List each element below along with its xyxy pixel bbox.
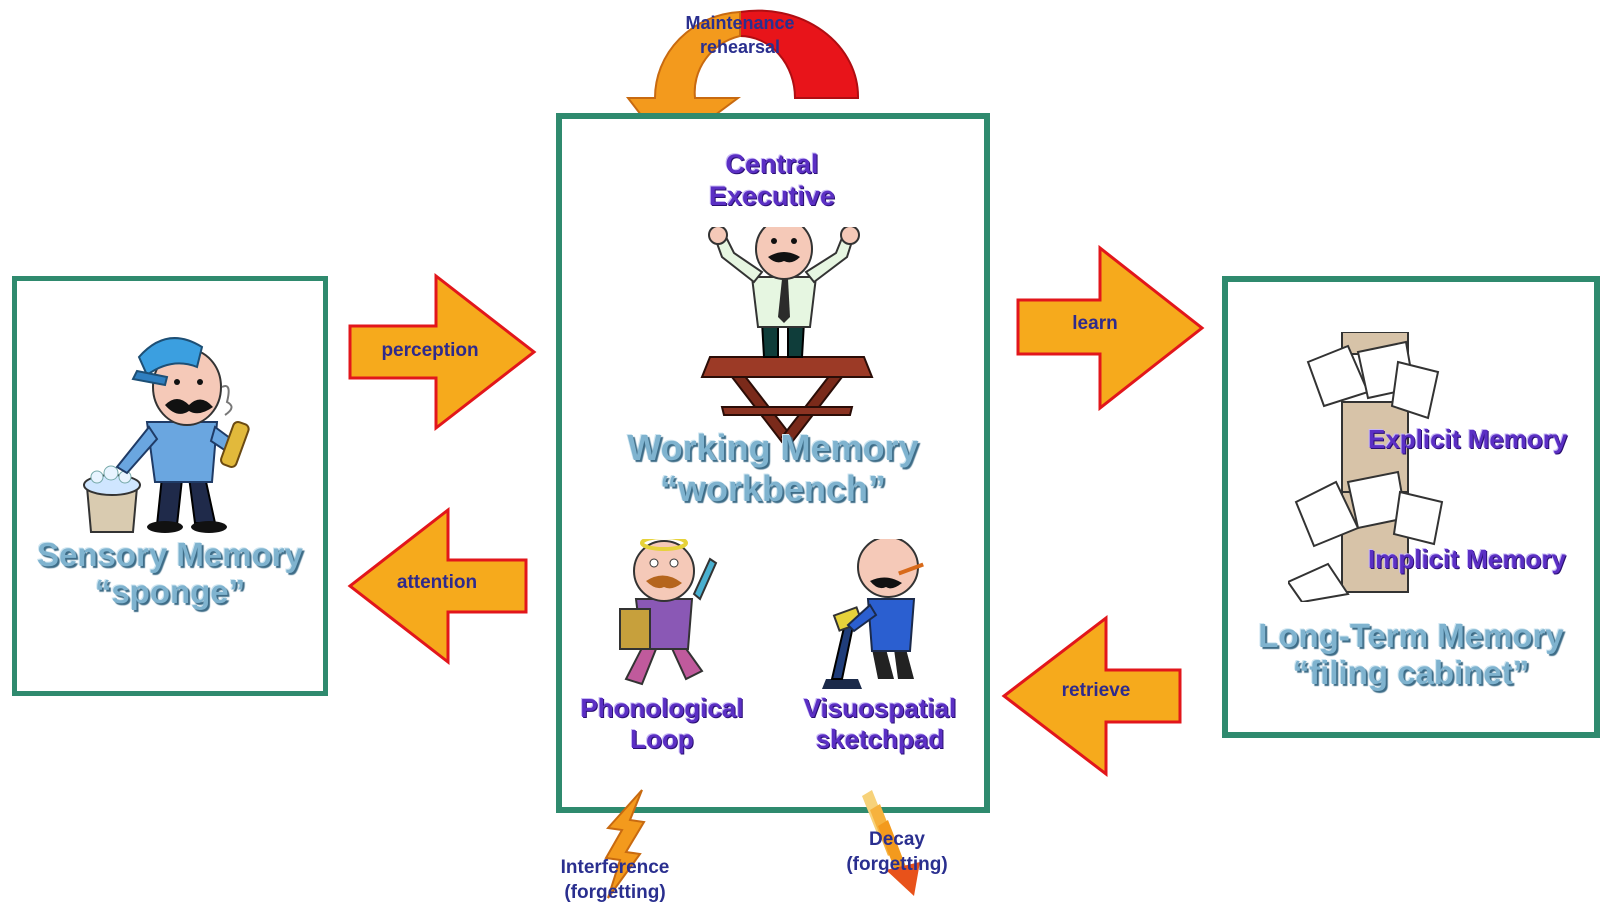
- visuo-line2: sketchpad: [815, 723, 945, 754]
- learn-arrow: [1016, 244, 1205, 412]
- sponge-man-illustration: [83, 337, 250, 533]
- phono-line2: Loop: [630, 723, 694, 754]
- attention-arrow: [347, 506, 528, 666]
- decay-line2: (forgetting): [846, 853, 948, 875]
- decay-line1: Decay: [869, 829, 925, 850]
- implicit-memory-label: Implicit Memory: [1368, 544, 1566, 574]
- working-title-line1: Working Memory: [627, 427, 919, 468]
- longterm-title-line2: “filing cabinet”: [1292, 653, 1530, 691]
- long-term-memory-title: Long-Term Memory “filing cabinet”: [1228, 617, 1594, 692]
- long-term-memory-box: Explicit Memory Implicit Memory Long-Ter…: [1222, 276, 1600, 738]
- phonological-man-illustration: [619, 539, 718, 686]
- interference-line2: (forgetting): [564, 881, 666, 903]
- central-line2: Executive: [708, 180, 836, 211]
- visuo-line1: Visuospatial: [803, 693, 957, 723]
- sensory-title-line1: Sensory Memory: [37, 536, 303, 573]
- decay-arrow-icon: [862, 790, 920, 896]
- sensory-memory-box: Sensory Memory “sponge”: [12, 276, 328, 696]
- learn-label: learn: [1072, 313, 1118, 334]
- working-memory-box: Central Executive Working Memory “workbe…: [556, 113, 990, 813]
- sensory-memory-title: Sensory Memory “sponge”: [17, 536, 323, 611]
- central-executive-label: Central Executive: [652, 149, 892, 213]
- working-title-line2: “workbench”: [659, 468, 887, 510]
- retrieve-arrow: [1001, 614, 1182, 778]
- phonological-loop-label: Phonological Loop: [562, 693, 762, 754]
- visuospatial-sketchpad-label: Visuospatial sketchpad: [780, 693, 980, 754]
- central-line1: Central: [725, 149, 819, 179]
- decay-label: Decay (forgetting): [822, 828, 972, 877]
- phono-line1: Phonological: [580, 693, 744, 723]
- interference-line1: Interference: [560, 857, 670, 878]
- attention-label: attention: [396, 572, 478, 593]
- perception-arrow: [348, 272, 537, 432]
- filing-cabinet-illustration: [1288, 332, 1444, 602]
- interference-lightning-icon: [604, 789, 646, 899]
- explicit-memory-label: Explicit Memory: [1368, 424, 1568, 454]
- rehearsal-line2: rehearsal: [699, 36, 781, 57]
- sensory-title-line2: “sponge”: [94, 572, 246, 610]
- longterm-title-line1: Long-Term Memory: [1258, 617, 1564, 654]
- visuospatial-man-illustration: [822, 539, 924, 689]
- workbench-man-illustration: [700, 227, 874, 444]
- rehearsal-label: Maintenance rehearsal: [670, 12, 810, 60]
- rehearsal-line1: Maintenance: [685, 13, 795, 33]
- perception-label: perception: [381, 340, 479, 361]
- interference-label: Interference (forgetting): [545, 856, 685, 905]
- working-memory-title: Working Memory “workbench”: [562, 427, 984, 509]
- retrieve-label: retrieve: [1061, 680, 1131, 701]
